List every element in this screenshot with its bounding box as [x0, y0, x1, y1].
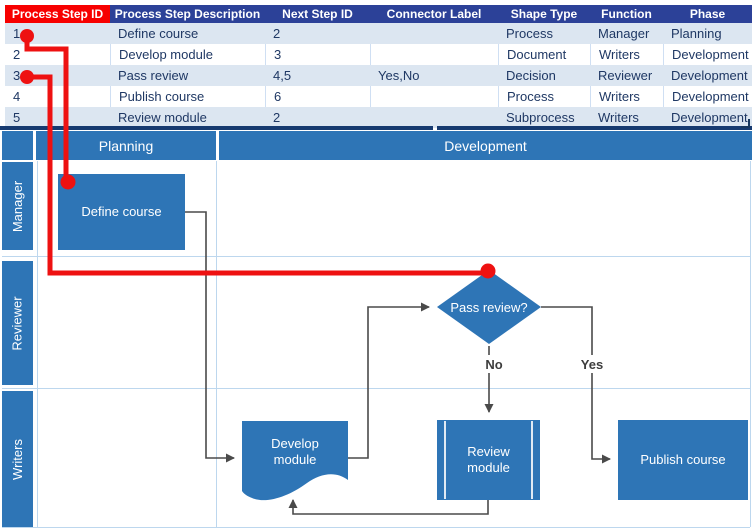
table-row: 3 Pass review 4,5 Yes,No Decision Review…: [5, 65, 752, 86]
decision-shape-pass-review[interactable]: [437, 270, 541, 344]
cell-step-id[interactable]: 4: [13, 89, 21, 104]
cell-phase[interactable]: Development: [663, 86, 752, 107]
connector-label-yes[interactable]: Yes: [576, 355, 608, 373]
cell-shape-type[interactable]: Subprocess: [506, 110, 575, 125]
table-bottom-border: [437, 126, 752, 130]
swimlane-corner-cell: [2, 131, 33, 160]
shape-label: Publish course: [640, 451, 726, 467]
diagram-bottom-border: [2, 527, 750, 528]
cell-description[interactable]: Publish course: [110, 86, 265, 107]
cell-step-id[interactable]: 3: [13, 68, 21, 83]
lane-label-divider: [37, 161, 38, 527]
table-bottom-border: [0, 126, 433, 130]
col-header-shape-type[interactable]: Shape Type: [498, 5, 590, 23]
shape-label: Define course: [81, 203, 162, 219]
cell-description[interactable]: Pass review: [118, 68, 189, 83]
phase-label: Planning: [98, 137, 154, 154]
cell-shape-type[interactable]: Decision: [506, 68, 556, 83]
cell-next-step[interactable]: 3: [265, 44, 370, 65]
connector-define-to-develop: [185, 211, 235, 463]
cell-phase[interactable]: Planning: [671, 26, 722, 41]
phase-header-planning[interactable]: Planning: [36, 131, 216, 160]
table-resize-handle-icon[interactable]: [741, 119, 750, 128]
connector-develop-to-decision: [348, 302, 430, 459]
lane-header-manager[interactable]: Manager: [2, 162, 33, 250]
cell-function[interactable]: Writers: [590, 44, 663, 65]
cell-connector-label[interactable]: [370, 86, 498, 107]
connector-review-to-develop: [288, 499, 489, 515]
document-shape-label: Develop module: [271, 435, 319, 467]
process-shape-publish-course[interactable]: Publish course: [618, 420, 748, 500]
phase-divider: [216, 161, 217, 527]
col-header-next-step-id[interactable]: Next Step ID: [265, 5, 370, 23]
connector-decision-yes-to-publish: [541, 306, 611, 464]
cell-step-id[interactable]: 5: [13, 110, 21, 125]
lane-label: Manager: [10, 180, 25, 232]
cell-function[interactable]: Writers: [590, 86, 663, 107]
lane-divider: [2, 388, 750, 389]
process-table: Process Step ID Process Step Description…: [5, 5, 752, 128]
col-header-function[interactable]: Function: [590, 5, 663, 23]
phase-header-development[interactable]: Development: [219, 131, 752, 160]
cell-function[interactable]: Writers: [598, 110, 639, 125]
lane-header-reviewer[interactable]: Reviewer: [2, 261, 33, 385]
col-header-phase[interactable]: Phase: [663, 5, 752, 23]
document-shape-develop-module[interactable]: [242, 421, 348, 501]
table-row: 5 Review module 2 Subprocess Writers Dev…: [5, 107, 752, 128]
cell-step-id[interactable]: 2: [13, 47, 21, 62]
shape-label: Review module: [467, 443, 510, 475]
col-header-connector-label[interactable]: Connector Label: [370, 5, 498, 23]
cell-description[interactable]: Review module: [118, 110, 207, 125]
cell-shape-type[interactable]: Process: [506, 26, 553, 41]
cell-phase[interactable]: Development: [671, 110, 748, 125]
table-row: 4 Publish course 6 Process Writers Devel…: [5, 86, 752, 107]
cell-next-step[interactable]: 6: [265, 86, 370, 107]
process-shape-define-course[interactable]: Define course: [58, 174, 185, 250]
lane-label: Writers: [10, 438, 25, 480]
phase-label: Development: [444, 137, 527, 154]
table-header-row: Process Step ID Process Step Description…: [5, 5, 752, 23]
cell-next-step[interactable]: 4,5: [273, 68, 292, 83]
cell-shape-type[interactable]: Process: [498, 86, 590, 107]
cell-function[interactable]: Manager: [598, 26, 650, 41]
cell-connector-label[interactable]: [370, 44, 498, 65]
lane-divider: [2, 256, 750, 257]
table-row: 1 Define course 2 Process Manager Planni…: [5, 23, 752, 44]
diagram-right-border: [750, 161, 751, 527]
cell-description[interactable]: Define course: [118, 26, 199, 41]
cell-connector-label[interactable]: [370, 23, 498, 44]
col-header-process-step-id[interactable]: Process Step ID: [5, 5, 110, 23]
lane-label: Reviewer: [10, 295, 25, 351]
cell-function[interactable]: Reviewer: [598, 68, 653, 83]
cell-phase[interactable]: Development: [663, 44, 752, 65]
cell-description[interactable]: Develop module: [110, 44, 265, 65]
annotation-dot-pass-review: [480, 263, 496, 279]
decision-shape-label: Pass review?: [450, 299, 528, 315]
col-header-description[interactable]: Process Step Description: [110, 5, 265, 23]
subprocess-shape-review-module[interactable]: Review module: [437, 420, 540, 500]
cell-connector-label[interactable]: Yes,No: [378, 68, 420, 83]
cell-connector-label[interactable]: [370, 107, 498, 128]
lane-header-writers[interactable]: Writers: [2, 391, 33, 527]
cell-phase[interactable]: Development: [671, 68, 748, 83]
connector-label-no[interactable]: No: [480, 355, 508, 373]
table-row: 2 Develop module 3 Document Writers Deve…: [5, 44, 752, 65]
cell-next-step[interactable]: 2: [273, 110, 281, 125]
cell-shape-type[interactable]: Document: [498, 44, 590, 65]
cell-step-id[interactable]: 1: [13, 26, 21, 41]
cell-next-step[interactable]: 2: [273, 26, 281, 41]
